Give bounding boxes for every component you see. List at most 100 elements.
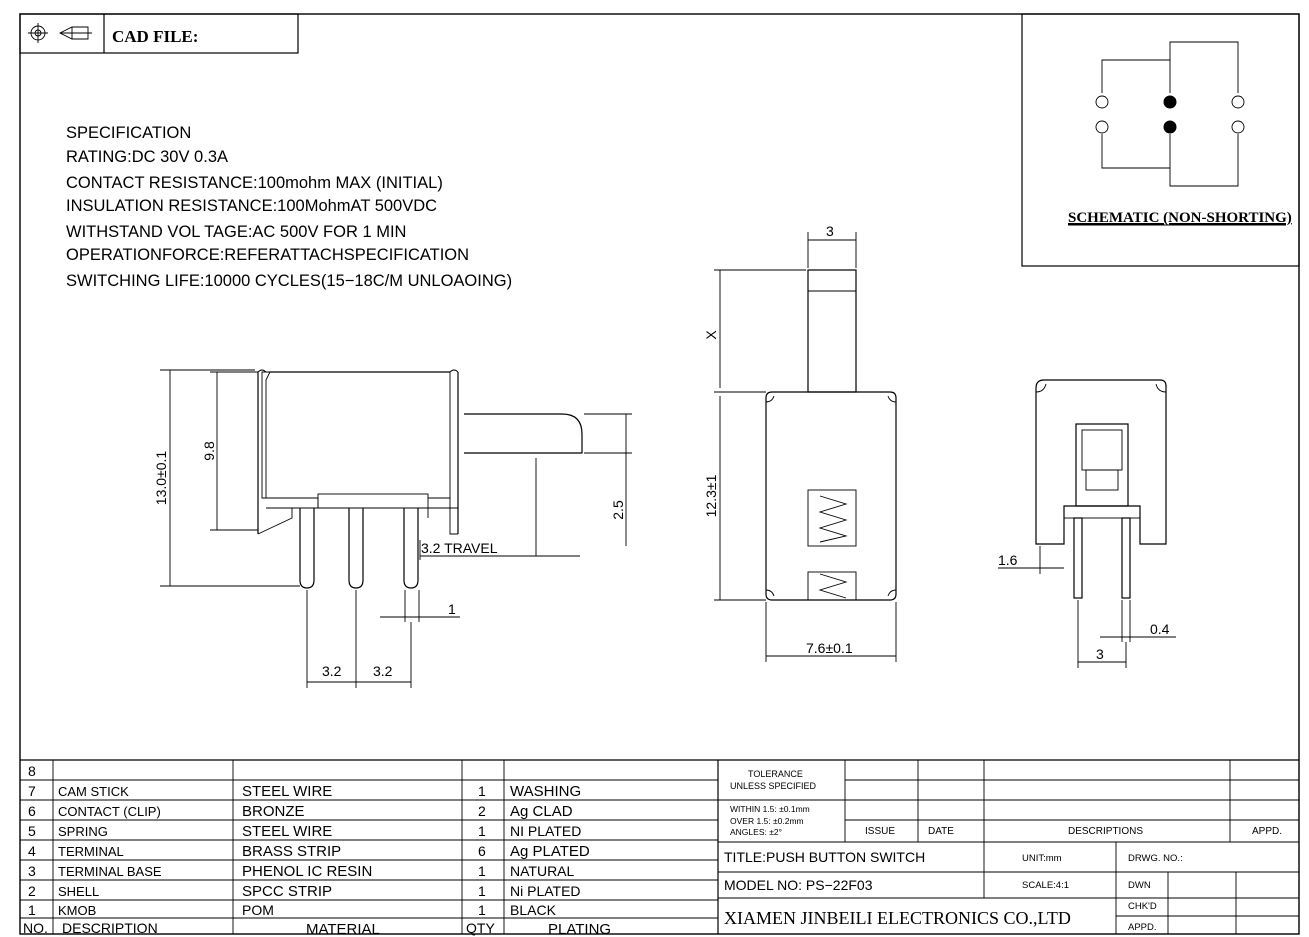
- actuator: [464, 413, 583, 454]
- spec-line-rating: RATING:DC 30V 0.3A: [66, 148, 228, 166]
- bom-material: STEEL WIRE: [242, 823, 332, 840]
- dim-side-0-4: 0.4: [1150, 621, 1170, 637]
- bom-material: PHENOL IC RESIN: [242, 863, 372, 880]
- cad-file-label: CAD FILE:: [112, 27, 198, 46]
- approved-by-label: APPD.: [1128, 922, 1157, 933]
- spec-line-operation-force: OPERATIONFORCE:REFERATTACHSPECIFICATION: [66, 246, 469, 264]
- tolerance-sub-label: UNLESS SPECIFIED: [730, 781, 817, 791]
- bom-no: 6: [28, 803, 36, 819]
- bom-material: POM: [242, 902, 274, 918]
- date-header: DATE: [928, 826, 954, 837]
- dim-travel: 3.2 TRAVEL: [421, 540, 498, 556]
- bom-header-plating: PLATING: [548, 921, 611, 937]
- bom-row: 5 SPRING STEEL WIRE 1 NI PLATED: [28, 823, 581, 840]
- bom-plating: Ag CLAD: [510, 803, 573, 820]
- bom-qty: 1: [478, 863, 486, 879]
- sheet-border: [19, 13, 1300, 935]
- drawn-by-label: DWN: [1128, 880, 1151, 891]
- bom-qty: 2: [478, 803, 486, 819]
- schematic-terminal: [1095, 95, 1109, 109]
- descriptions-header: DESCRIPTIONS: [1068, 826, 1143, 837]
- bom-row: 1 KMOB POM 1 BLACK: [28, 902, 557, 918]
- bom-no: 2: [28, 883, 36, 899]
- switch-body: [765, 391, 897, 601]
- bom-desc: SHELL: [58, 884, 99, 899]
- schematic-terminal: [1231, 120, 1245, 134]
- side-pin: [1073, 517, 1083, 599]
- front-view: 3 X 12.3±1 7.6±0.1: [703, 223, 897, 662]
- bom-qty: 1: [478, 783, 486, 799]
- schematic-box: SCHEMATIC (NON-SHORTING): [1021, 13, 1300, 267]
- bom-plating: Ni PLATED: [510, 883, 581, 899]
- spec-line-insulation: INSULATION RESISTANCE:100MohmAT 500VDC: [66, 197, 437, 215]
- model-number: MODEL NO: PS−22F03: [724, 877, 873, 893]
- spec-line-switching-life: SWITCHING LIFE:10000 CYCLES(15−18C/M UNL…: [66, 272, 512, 290]
- dim-front-x: X: [703, 330, 719, 340]
- bom-material: BRASS STRIP: [242, 843, 341, 860]
- bom-desc: KMOB: [58, 903, 96, 918]
- bom-material: SPCC STRIP: [242, 883, 332, 900]
- issue-header: ISSUE: [865, 826, 895, 837]
- side-pin: [1121, 517, 1131, 599]
- bom-material: BRONZE: [242, 803, 305, 820]
- dim-front-height: 12.3±1: [703, 474, 719, 517]
- bom-header-description: DESCRIPTION: [62, 920, 158, 936]
- schematic-label: SCHEMATIC (NON-SHORTING): [1068, 210, 1292, 226]
- schematic-terminal-common: [1163, 95, 1177, 109]
- bom-plating: Ag PLATED: [510, 843, 590, 860]
- appd-header: APPD.: [1252, 826, 1282, 837]
- spec-line-withstand: WITHSTAND VOL TAGE:AC 500V FOR 1 MIN: [66, 223, 406, 241]
- dim-front-width: 7.6±0.1: [806, 640, 853, 656]
- spec-line-title: SPECIFICATION: [66, 124, 191, 142]
- bom-material: STEEL WIRE: [242, 783, 332, 800]
- bom-no: 3: [28, 863, 36, 879]
- dim-pitch-2: 3.2: [373, 663, 393, 679]
- tolerance-angles: ANGLES: ±2°: [730, 827, 782, 837]
- cad-header: CAD FILE:: [19, 13, 299, 54]
- dim-pitch-1: 3.2: [322, 663, 342, 679]
- terminal-pin: [348, 508, 364, 589]
- bom-row: 3 TERMINAL BASE PHENOL IC RESIN 1 NATURA…: [28, 863, 575, 880]
- schematic-terminal: [1231, 95, 1245, 109]
- push-button-stem: [807, 269, 857, 393]
- bom-qty: 6: [478, 843, 486, 859]
- dim-side-3: 3: [1096, 646, 1104, 662]
- bom-no: 1: [28, 902, 36, 918]
- checked-by-label: CHK'D: [1128, 901, 1157, 912]
- bom-header-material: MATERIAL: [306, 921, 380, 937]
- side-shell: [1035, 379, 1167, 545]
- tolerance-label: TOLERANCE: [748, 769, 803, 779]
- bom-header-qty: QTY: [466, 920, 495, 936]
- bom-plating: BLACK: [510, 902, 557, 918]
- bom-desc: CONTACT (CLIP): [58, 804, 161, 819]
- bom-row: 2 SHELL SPCC STRIP 1 Ni PLATED: [28, 883, 581, 900]
- bom-desc: SPRING: [58, 824, 108, 839]
- terminal-pin: [403, 508, 419, 589]
- bom-header-row: NO. DESCRIPTION MATERIAL QTY PLATING: [23, 920, 611, 937]
- side-view-left: 13.0±0.1 9.8 2.5 3.2 TRAVEL 1 3.2 3.2: [153, 369, 632, 688]
- bom-row: 4 TERMINAL BRASS STRIP 6 Ag PLATED: [28, 843, 590, 860]
- drawing-title: TITLE:PUSH BUTTON SWITCH: [724, 849, 925, 865]
- bom-row: 7 CAM STICK STEEL WIRE 1 WASHING: [28, 783, 581, 800]
- dim-actuator-height: 2.5: [610, 500, 626, 520]
- title-block: TOLERANCE UNLESS SPECIFIED WITHIN 1.5: ±…: [718, 759, 1299, 934]
- bom-qty: 1: [478, 883, 486, 899]
- bom-desc: CAM STICK: [58, 784, 129, 799]
- drawing-number-label: DRWG. NO.:: [1128, 853, 1183, 864]
- bom-header-no: NO.: [23, 920, 48, 936]
- company-name: XIAMEN JINBEILI ELECTRONICS CO.,LTD: [724, 908, 1071, 928]
- specification-block: SPECIFICATION RATING:DC 30V 0.3A CONTACT…: [66, 124, 512, 290]
- bill-of-materials: 8 7 CAM STICK STEEL WIRE 1 WASHING 6 CON…: [20, 759, 719, 937]
- spec-line-contact-resistance: CONTACT RESISTANCE:100mohm MAX (INITIAL): [66, 174, 443, 192]
- dim-side-1-6: 1.6: [998, 552, 1018, 568]
- bom-desc: TERMINAL: [58, 844, 124, 859]
- unit-label: UNIT:mm: [1022, 853, 1062, 864]
- bom-row: 6 CONTACT (CLIP) BRONZE 2 Ag CLAD: [28, 803, 573, 820]
- bom-row: 8: [28, 763, 36, 779]
- dim-pin-width: 1: [448, 601, 456, 617]
- bom-no: 8: [28, 763, 36, 779]
- tolerance-over: OVER 1.5: ±0.2mm: [730, 816, 804, 826]
- bom-plating: NI PLATED: [510, 823, 581, 839]
- projection-symbol-icon: [28, 23, 92, 43]
